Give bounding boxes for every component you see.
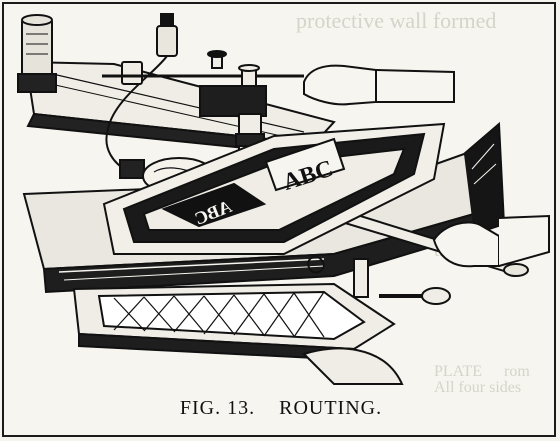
bleed-through-text: protective wall formed the rom PLATE All…	[296, 8, 530, 396]
bleed-line-5: All four sides	[434, 379, 521, 396]
support-bracket	[302, 347, 404, 385]
work-plate	[102, 122, 446, 255]
figure-title: ROUTING	[279, 397, 377, 419]
figure-number: FIG. 13.	[179, 397, 256, 419]
operator-hand-top	[303, 64, 455, 106]
bleed-line-4: PLATE	[434, 363, 482, 380]
bleed-line-3: rom	[504, 363, 530, 380]
bleed-line-1: protective wall formed	[296, 8, 496, 33]
collector-tray	[72, 282, 396, 362]
lamp-socket	[105, 13, 178, 173]
figure-caption: FIG. 13. ROUTING.	[4, 397, 554, 420]
operator-hand-lever	[432, 214, 550, 268]
motor-housing	[17, 14, 57, 93]
routing-machine-illustration: protective wall formed the rom PLATE All…	[17, 8, 550, 396]
caption-period: .	[376, 397, 383, 419]
crank-handle	[307, 255, 451, 305]
figure-frame: protective wall formed the rom PLATE All…	[2, 2, 556, 437]
